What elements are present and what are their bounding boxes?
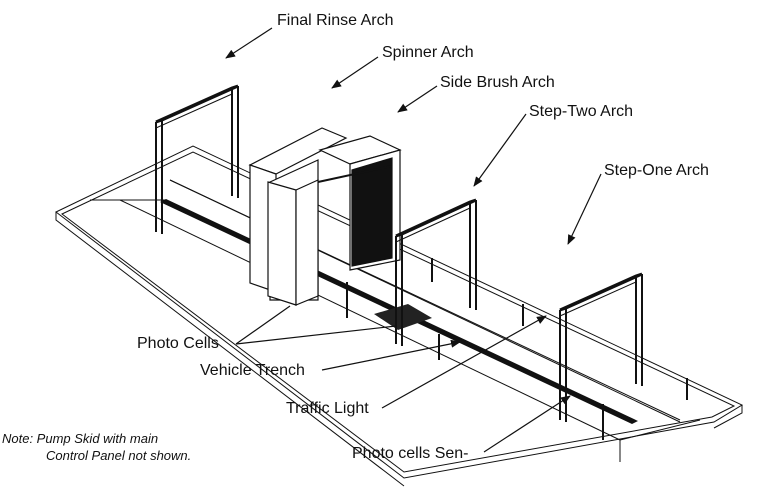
label-vehicle-trench: Vehicle Trench [200, 362, 305, 379]
spinner-arrow [331, 56, 379, 89]
vehicle-trench-leader [321, 339, 461, 371]
photo-cells-leader-1 [235, 305, 291, 345]
final-rinse-arch [155, 84, 239, 234]
step-one-arrow [567, 173, 602, 245]
lane-line-wall [169, 179, 681, 423]
final-rinse-arrow [225, 27, 273, 59]
slab-inner-edge [61, 151, 736, 473]
label-final-rinse-arch: Final Rinse Arch [277, 12, 394, 29]
label-photo-cells-sensor: Photo cells Sen- [352, 445, 469, 462]
lane-line-near [119, 199, 621, 441]
leaders [225, 27, 602, 453]
note-line-2: Control Panel not shown. [46, 448, 192, 463]
step-two-arch [395, 198, 477, 346]
step-two-arrow [473, 113, 527, 187]
side-brush-arrow [397, 85, 438, 113]
apron-line [619, 419, 701, 441]
side-brush-arch [317, 135, 402, 271]
note-line-1: Note: Pump Skid with main [2, 431, 159, 446]
slab-outer-edge [55, 145, 744, 479]
label-step-one-arch: Step-One Arch [604, 162, 709, 179]
label-photo-cells: Photo Cells [137, 335, 219, 352]
step-one-arch [559, 272, 643, 422]
spinner-arch [248, 127, 348, 306]
slab-curb-left [55, 212, 405, 487]
label-traffic-light: Traffic Light [286, 400, 369, 417]
posts [346, 258, 688, 440]
label-side-brush-arch: Side Brush Arch [440, 74, 555, 91]
slab-curb-right [713, 405, 743, 429]
label-step-two-arch: Step-Two Arch [529, 103, 634, 120]
photo-cells-sensor-leader [483, 395, 571, 453]
label-spinner-arch: Spinner Arch [382, 44, 474, 61]
photo-cells-leader-2 [235, 325, 397, 345]
traffic-light-leader [381, 315, 547, 409]
